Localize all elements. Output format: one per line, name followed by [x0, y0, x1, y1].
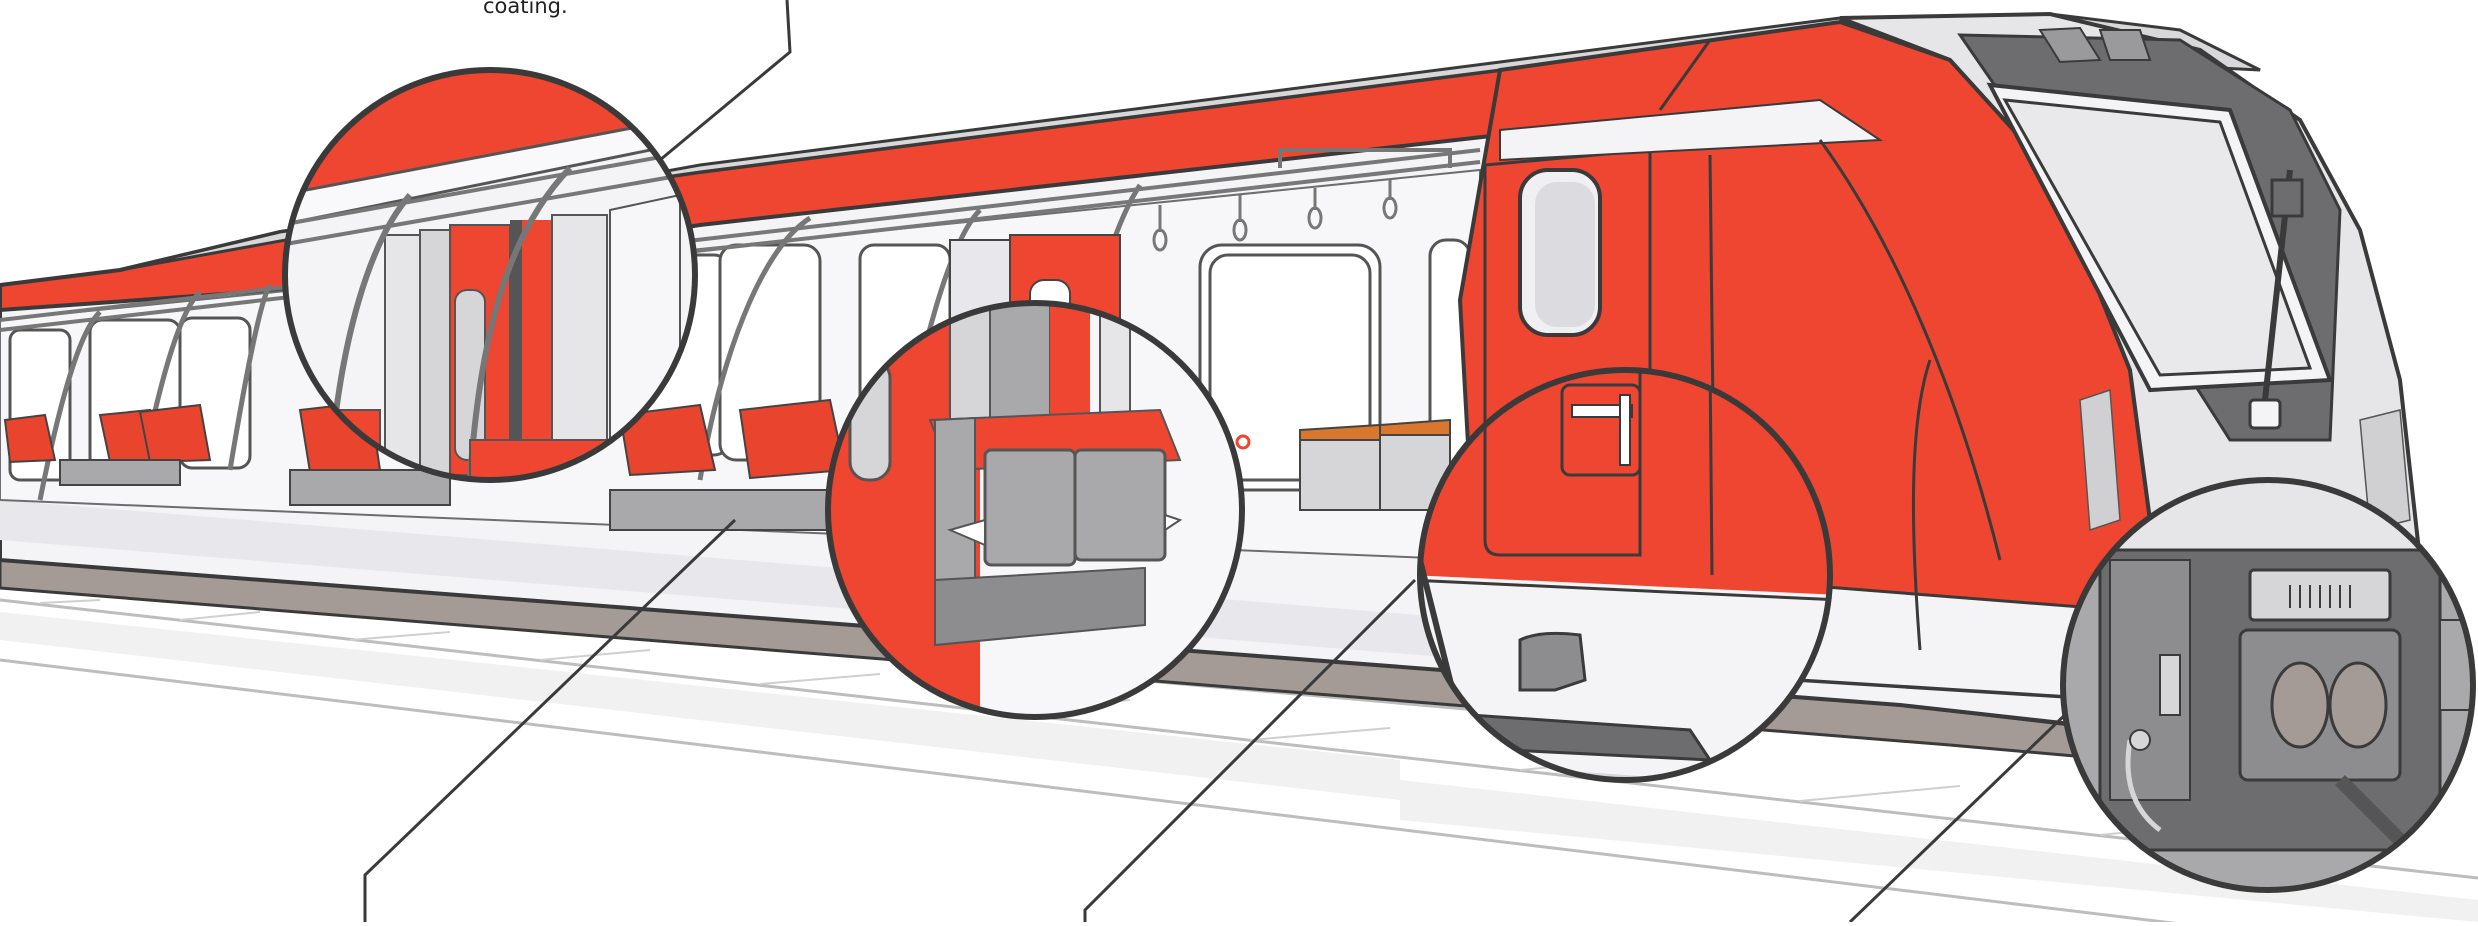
leader-line — [660, 0, 790, 160]
door-window-inner — [1535, 182, 1595, 327]
wiper-base — [2250, 400, 2280, 428]
signal-light — [2272, 180, 2302, 216]
callout-caption-fragment: coating. — [483, 0, 568, 18]
